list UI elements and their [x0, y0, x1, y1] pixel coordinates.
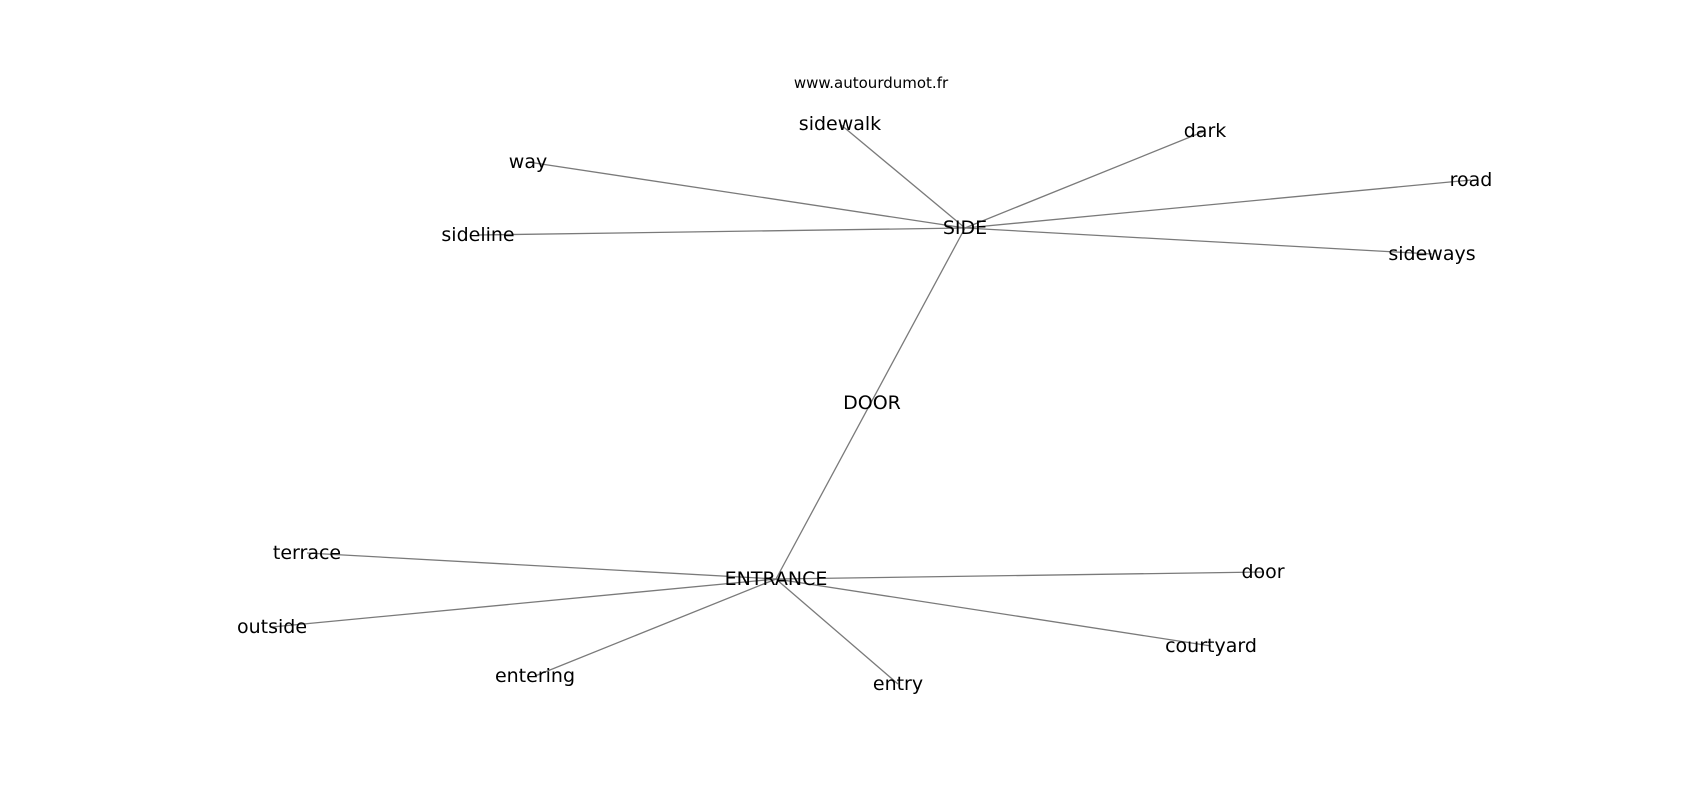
edge-layer	[271, 123, 1472, 685]
edge-entrance-courtyard	[775, 578, 1212, 647]
node-label-door-hub: DOOR	[843, 392, 901, 414]
node-label-road: road	[1450, 169, 1493, 191]
node-label-door: door	[1241, 561, 1284, 583]
node-label-way: way	[509, 151, 547, 173]
node-label-entering: entering	[495, 665, 575, 687]
watermark-text: www.autourdumot.fr	[794, 74, 949, 92]
node-label-entry: entry	[873, 673, 923, 695]
node-label-terrace: terrace	[273, 542, 341, 564]
edge-side-dark	[964, 130, 1206, 229]
edge-side-road	[964, 179, 1472, 229]
node-label-sidewalk: sidewalk	[799, 113, 881, 135]
node-label-entrance: ENTRANCE	[725, 568, 828, 590]
node-label-sideways: sideways	[1388, 243, 1475, 265]
node-label-side: SIDE	[943, 217, 987, 239]
edge-entrance-terrace	[306, 552, 777, 580]
edge-side-sideways	[964, 227, 1433, 255]
edge-side-way	[527, 161, 966, 229]
edge-entrance-entering	[534, 578, 777, 677]
edge-side-entrance	[775, 227, 966, 580]
edge-side-sidewalk	[839, 123, 966, 229]
edge-entrance-entry	[775, 578, 899, 685]
node-label-courtyard: courtyard	[1165, 635, 1257, 657]
edge-entrance-door	[775, 571, 1264, 580]
node-label-sideline: sideline	[441, 224, 514, 246]
edge-side-sideline	[477, 227, 966, 236]
label-layer: SIDE DOOR ENTRANCE sidewalk dark way road sidel…	[237, 113, 1492, 695]
node-label-dark: dark	[1184, 120, 1227, 142]
edge-entrance-outside	[271, 578, 777, 628]
node-label-outside: outside	[237, 616, 307, 638]
